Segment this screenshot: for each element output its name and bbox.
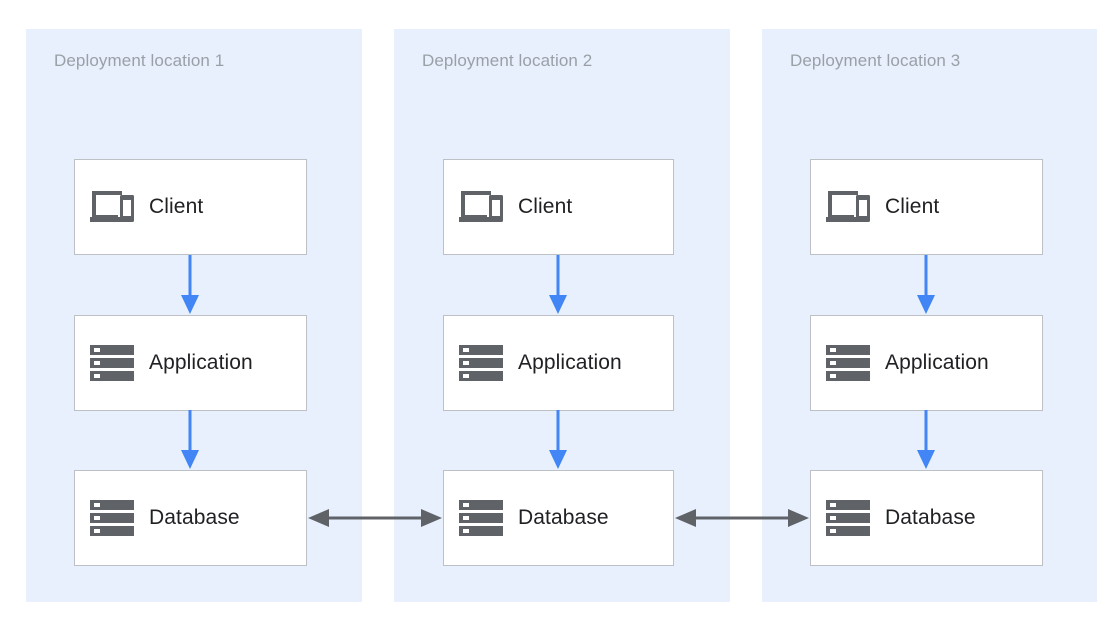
arrow-database-2-to-database-3 <box>674 506 810 530</box>
node-label: Application <box>518 351 622 374</box>
arrow-client-to-application-3 <box>914 255 938 315</box>
panel-title-2: Deployment location 2 <box>422 51 593 70</box>
devices-icon <box>811 187 885 227</box>
server-icon <box>444 343 518 383</box>
server-icon <box>811 498 885 538</box>
node-database-2[interactable]: Database <box>443 470 674 566</box>
arrow-application-to-database-1 <box>178 410 202 470</box>
arrow-application-to-database-2 <box>546 410 570 470</box>
panel-title-1: Deployment location 1 <box>54 51 225 70</box>
panel-title-3: Deployment location 3 <box>790 51 961 70</box>
node-application-3[interactable]: Application <box>810 315 1043 411</box>
node-label: Application <box>885 351 989 374</box>
arrow-client-to-application-1 <box>178 255 202 315</box>
server-icon <box>811 343 885 383</box>
devices-icon <box>75 187 149 227</box>
server-icon <box>75 343 149 383</box>
devices-icon <box>444 187 518 227</box>
arrow-client-to-application-2 <box>546 255 570 315</box>
node-label: Application <box>149 351 253 374</box>
node-label: Client <box>149 195 204 218</box>
node-database-3[interactable]: Database <box>810 470 1043 566</box>
server-icon <box>75 498 149 538</box>
node-label: Client <box>885 195 940 218</box>
node-label: Database <box>149 506 240 529</box>
node-label: Database <box>885 506 976 529</box>
node-label: Database <box>518 506 609 529</box>
server-icon <box>444 498 518 538</box>
node-application-2[interactable]: Application <box>443 315 674 411</box>
node-client-3[interactable]: Client <box>810 159 1043 255</box>
arrow-database-1-to-database-2 <box>307 506 443 530</box>
node-client-2[interactable]: Client <box>443 159 674 255</box>
node-label: Client <box>518 195 573 218</box>
node-application-1[interactable]: Application <box>74 315 307 411</box>
arrow-application-to-database-3 <box>914 410 938 470</box>
node-database-1[interactable]: Database <box>74 470 307 566</box>
node-client-1[interactable]: Client <box>74 159 307 255</box>
